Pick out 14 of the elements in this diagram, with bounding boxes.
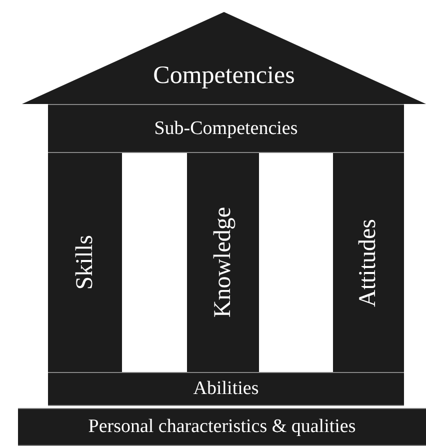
- roof-triangle: [22, 12, 426, 104]
- pillar: [187, 153, 259, 372]
- pillar: [48, 153, 122, 372]
- band-label: Personal characteristics & qualities: [88, 416, 356, 438]
- pillar-label: Knowledge: [210, 207, 236, 318]
- roof-label: Competencies: [153, 62, 295, 90]
- foundation-base: [18, 408, 426, 446]
- band-label: Abilities: [193, 378, 259, 400]
- band-label: Sub-Competencies: [154, 118, 298, 140]
- pillar-label: Attitudes: [355, 218, 382, 306]
- pillar: [333, 153, 404, 372]
- abilities-band: [48, 372, 404, 406]
- pillar-label: Skills: [72, 235, 98, 290]
- frieze-band: [48, 104, 404, 153]
